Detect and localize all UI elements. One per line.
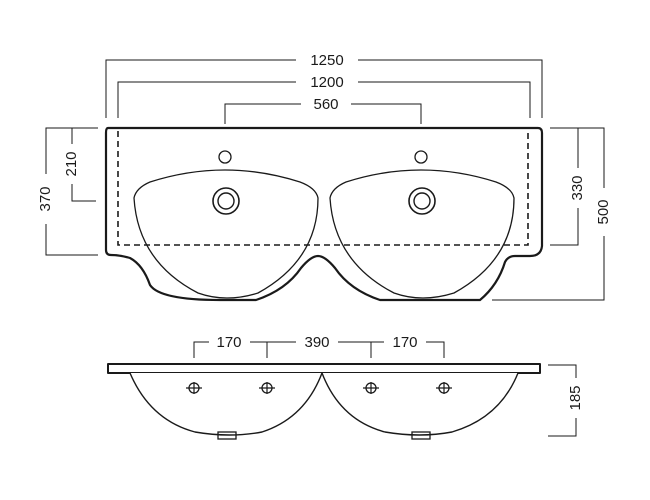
left-drain: [212, 187, 240, 215]
dim-max-depth-label: 500: [595, 199, 612, 224]
dim-hole-spacing-chain: 170 390 170: [193, 334, 445, 358]
front-view-slab: [107, 363, 541, 374]
dim-max-depth: 500: [492, 127, 612, 301]
right-basin: [329, 169, 515, 299]
top-view: 1250 1200 560 370 210: [37, 52, 612, 302]
left-basin: [133, 169, 319, 299]
mounting-hole-3: [363, 382, 379, 394]
dim-inner-width: 1200: [117, 74, 531, 118]
dim-tap-spacing-label: 560: [313, 96, 338, 113]
dim-center-spacing-label: 390: [304, 334, 329, 351]
left-tap-hole: [218, 150, 232, 164]
front-view: 170 390 170 185: [107, 334, 584, 440]
right-tap-hole: [414, 150, 428, 164]
dim-tap-offset-label: 210: [63, 151, 80, 176]
mounting-hole-2: [259, 382, 275, 394]
dim-tap-offset: 210: [63, 127, 96, 202]
mounting-hole-1: [186, 382, 202, 394]
front-right-bowl: [321, 372, 519, 436]
dim-right-hole-spacing-label: 170: [392, 334, 417, 351]
dim-tap-spacing: 560: [224, 96, 422, 124]
dim-overall-depth-label: 370: [37, 186, 54, 211]
dim-height-label: 185: [567, 385, 584, 410]
dim-inner-depth-label: 330: [569, 175, 586, 200]
mounting-hole-4: [436, 382, 452, 394]
dim-overall-width-label: 1250: [310, 52, 343, 69]
dim-inner-width-label: 1200: [310, 74, 343, 91]
front-left-drain: [217, 431, 237, 440]
cabinet-outline-dashed: [117, 131, 529, 246]
dim-overall-width: 1250: [105, 52, 543, 118]
front-right-drain: [411, 431, 431, 440]
dim-overall-depth: 370: [37, 127, 98, 256]
dim-inner-depth: 330: [550, 127, 586, 246]
front-left-bowl: [129, 372, 323, 436]
dim-left-hole-spacing-label: 170: [216, 334, 241, 351]
right-drain: [408, 187, 436, 215]
dim-height: 185: [548, 364, 584, 437]
